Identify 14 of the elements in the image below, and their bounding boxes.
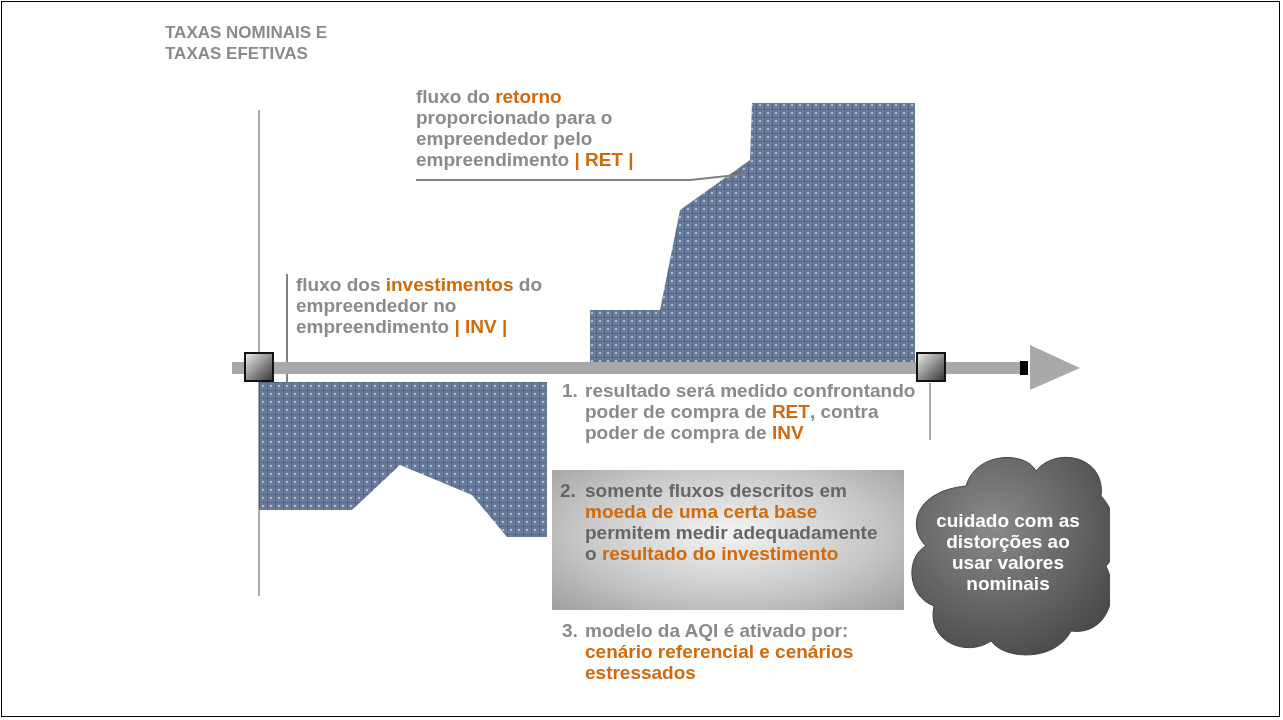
highlight-box bbox=[552, 470, 904, 610]
annotation-text: fluxo dos investimentos do empreendedor no empreendimento | INV | bbox=[296, 274, 581, 346]
annotation-text: fluxo do retorno proporcionado para o empreendedor pelo empreendimento | RET | bbox=[416, 86, 686, 178]
list-number: 1. bbox=[562, 380, 579, 401]
leader-line bbox=[415, 173, 747, 181]
list-item-text: resultado será medido confrontando poder de compra de RET, contra poder de compra de INV bbox=[585, 380, 917, 443]
list-item-text: modelo da AQI é ativado por: cenário referencial e cenários estressados bbox=[585, 620, 855, 683]
list-number: 2. bbox=[560, 480, 576, 501]
leader-line bbox=[286, 273, 288, 383]
cloud-text: cuidado com as distorções ao usar valores nominais bbox=[935, 510, 1081, 594]
list-number: 3. bbox=[562, 620, 579, 641]
list-item-text: somente fluxos descritos em moeda de uma certa base permitem medir adequadamente o resultado do investimento bbox=[585, 480, 879, 564]
cash-flow-area bbox=[259, 382, 547, 537]
title: TAXAS NOMINAIS E TAXAS EFETIVAS bbox=[165, 22, 329, 64]
